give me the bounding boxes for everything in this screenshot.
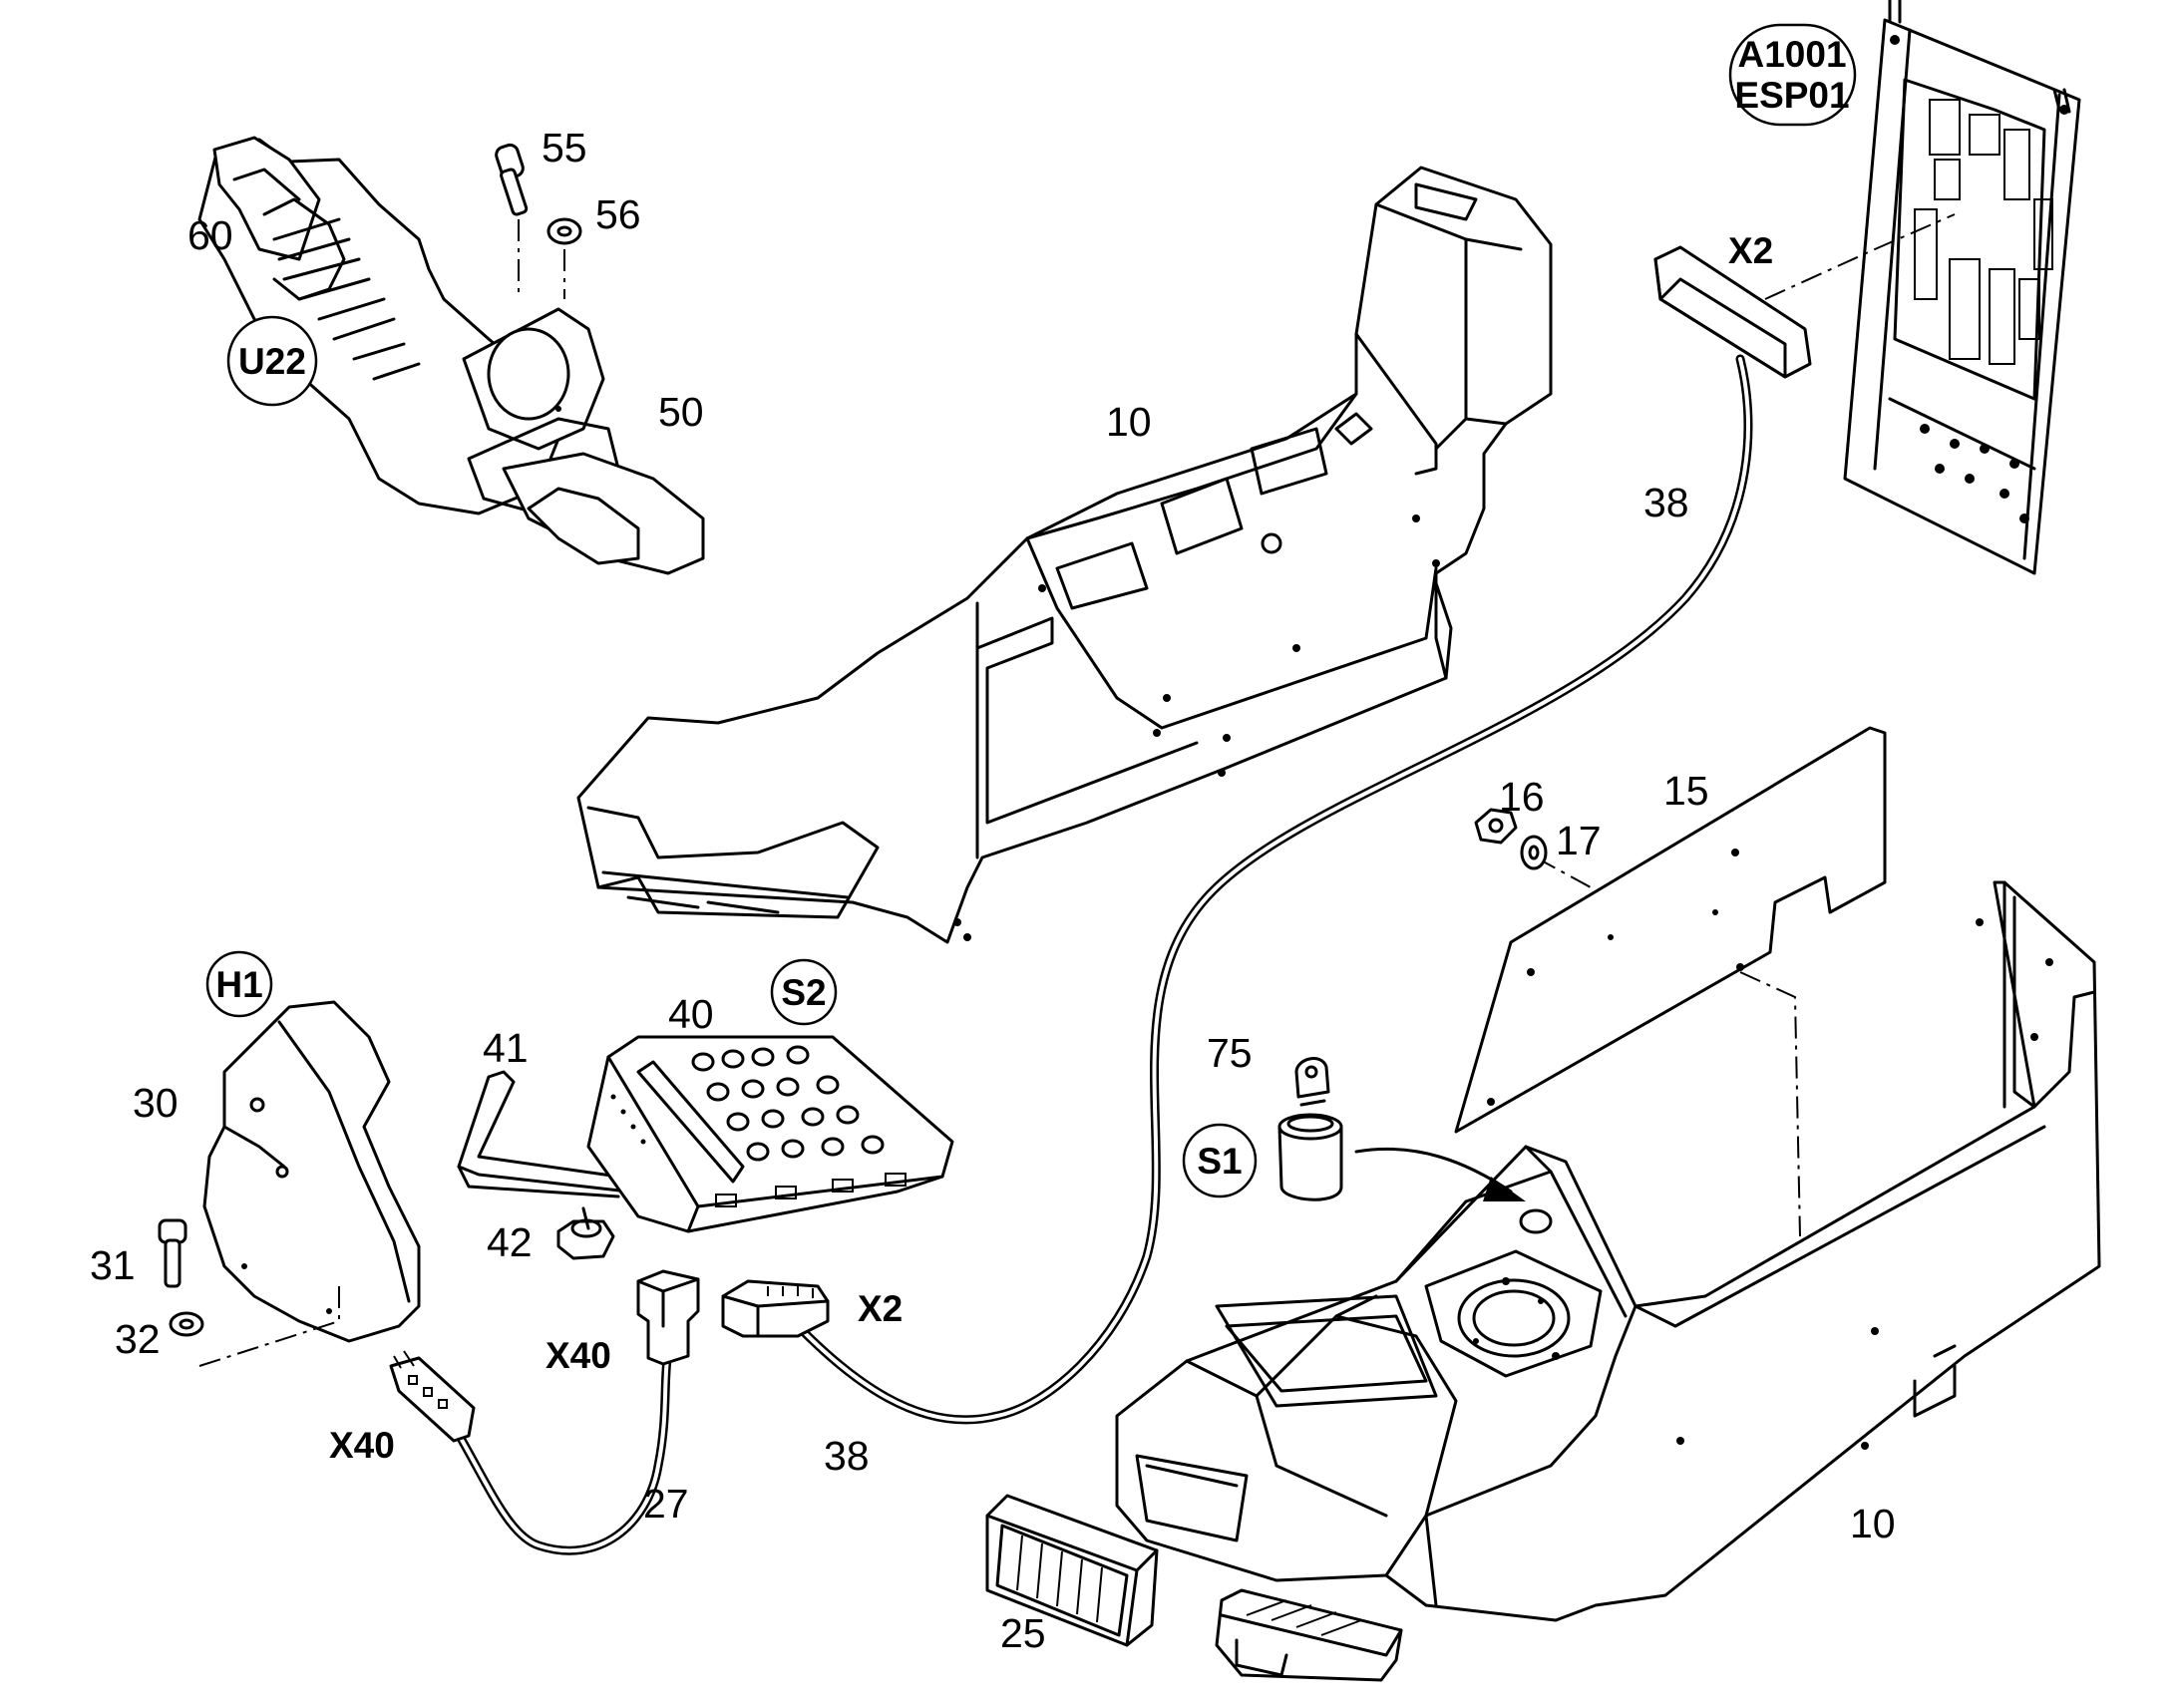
callout-75: 75 — [1207, 1030, 1253, 1076]
washer-56 — [546, 217, 582, 245]
cover-30 — [202, 1000, 421, 1343]
callout-10-bottom: 10 — [1850, 1501, 1896, 1546]
callout-60: 60 — [187, 212, 233, 258]
air-vent-25 — [985, 1494, 1159, 1647]
callout-41: 41 — [483, 1025, 529, 1071]
label-x40-left: X40 — [329, 1425, 395, 1466]
label-x40-mid: X40 — [545, 1335, 611, 1376]
lower-console-10 — [1115, 880, 2101, 1622]
key-switch-75 — [1277, 1057, 1343, 1201]
bolt-55 — [495, 143, 529, 216]
bolt-31 — [158, 1218, 187, 1288]
callout-16: 16 — [1499, 774, 1545, 820]
control-board-a1001 — [1843, 0, 2081, 575]
mount-arrow — [1354, 1147, 1526, 1201]
callout-10-top: 10 — [1106, 399, 1152, 445]
label-x2-mid: X2 — [858, 1288, 903, 1329]
knob-42 — [556, 1206, 615, 1260]
connector-x40-mid — [636, 1269, 700, 1366]
cable-27 — [449, 1346, 673, 1555]
badge-u22: U22 — [226, 315, 318, 407]
air-vent-lower — [1215, 1588, 1403, 1682]
callout-27: 27 — [643, 1481, 689, 1527]
callout-38-bottom: 38 — [824, 1433, 870, 1479]
callout-55: 55 — [542, 125, 587, 171]
nut-16 — [1474, 808, 1518, 845]
badge-a1001-line1: A1001 — [1737, 34, 1846, 75]
washer-32 — [169, 1311, 204, 1337]
callout-15: 15 — [1663, 768, 1709, 814]
callout-31: 31 — [90, 1242, 136, 1288]
badge-a1001-line2: ESP01 — [1734, 75, 1849, 116]
connector-x2-top — [1653, 245, 1812, 379]
badge-u22-label: U22 — [238, 341, 306, 382]
callout-56: 56 — [595, 191, 641, 237]
callout-30: 30 — [133, 1080, 179, 1126]
callout-17: 17 — [1556, 818, 1602, 863]
upper-console-10 — [576, 166, 1553, 944]
badge-a1001: A1001 ESP01 — [1728, 23, 1857, 127]
callout-50: 50 — [658, 389, 704, 435]
connector-x2-mid — [721, 1279, 830, 1338]
connector-x40-left — [389, 1350, 476, 1443]
badge-s2: S2 — [770, 958, 838, 1026]
badge-s1-label: S1 — [1197, 1141, 1242, 1182]
callout-38-top: 38 — [1643, 480, 1689, 525]
keypad-buttons — [691, 1045, 885, 1162]
badge-h1-label: H1 — [215, 964, 262, 1005]
keypad-40 — [586, 1035, 954, 1233]
callout-25: 25 — [1000, 1610, 1046, 1656]
washer-17 — [1520, 835, 1548, 870]
badge-h1: H1 — [205, 950, 273, 1018]
callout-40: 40 — [668, 991, 714, 1037]
badge-s1: S1 — [1182, 1123, 1258, 1198]
joystick-assembly — [197, 136, 705, 575]
callout-32: 32 — [115, 1316, 161, 1362]
plate-15 — [1454, 726, 1887, 1134]
cable-38 — [793, 354, 1753, 1425]
callout-42: 42 — [487, 1219, 533, 1265]
label-x2-top: X2 — [1728, 230, 1773, 271]
badge-s2-label: S2 — [781, 972, 826, 1013]
